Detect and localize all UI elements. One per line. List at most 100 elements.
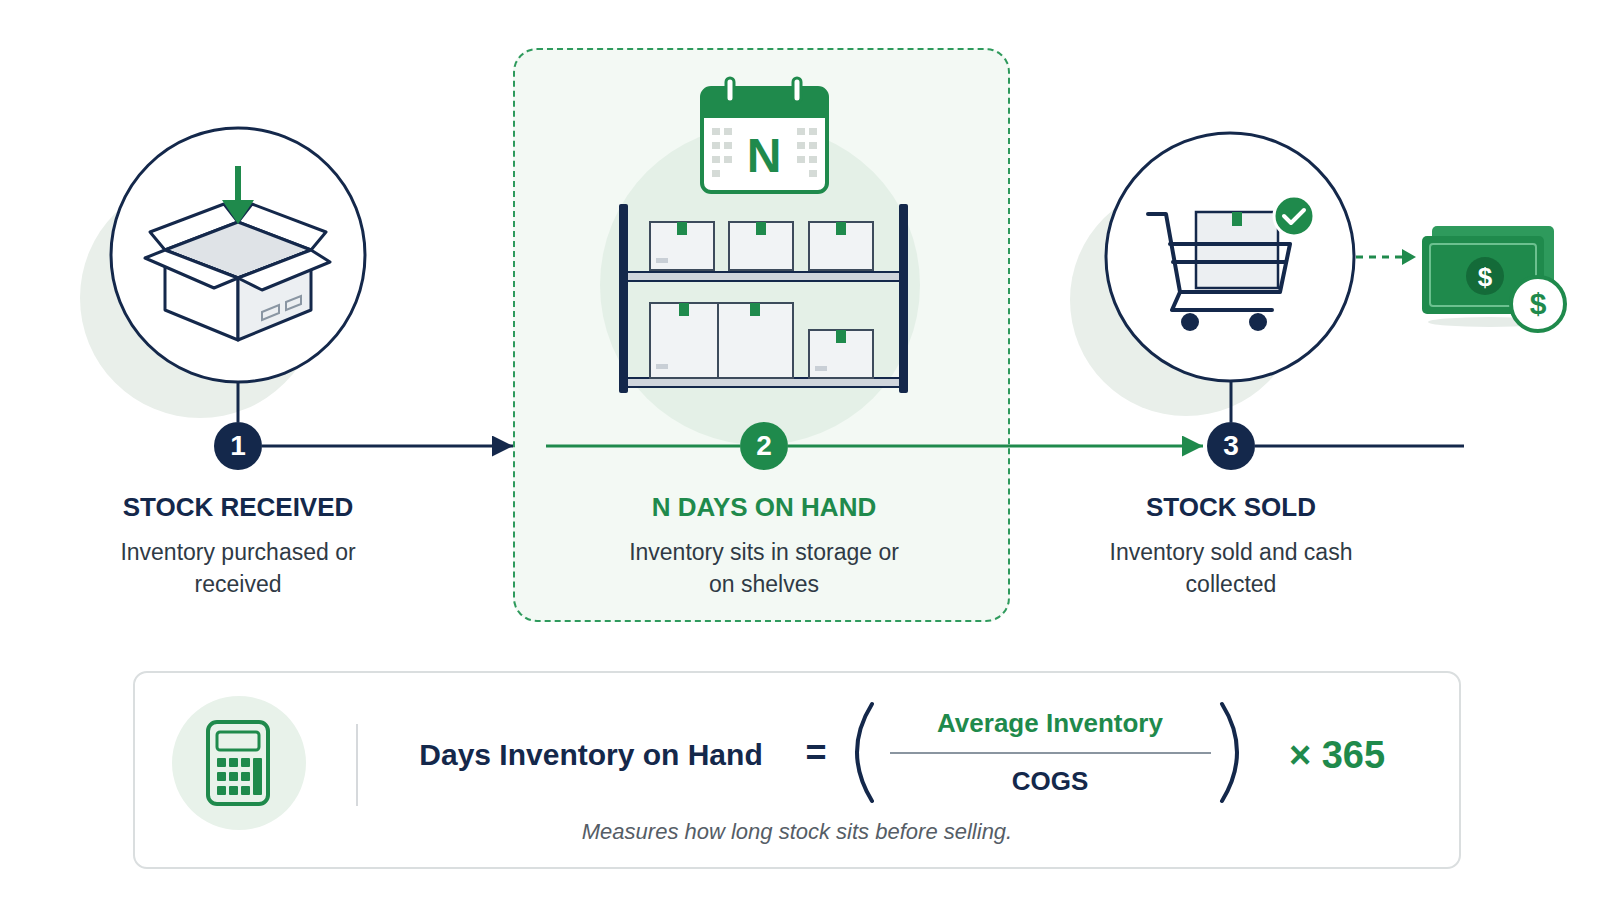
step-number: 1STOCK RECEIVEDInventory purchased or re…	[214, 422, 262, 470]
storage-illustration-part-part	[712, 170, 720, 177]
storage-illustration	[513, 48, 1010, 622]
storage-illustration-part-part	[712, 156, 720, 163]
sold-illustration-part	[1232, 212, 1242, 226]
storage-illustration-part	[622, 272, 905, 281]
formula-illustration-part	[172, 696, 306, 830]
sold-illustration-part	[1402, 249, 1416, 265]
formula-numerator: Average Inventory	[937, 708, 1163, 739]
sold-illustration-part	[1274, 196, 1314, 236]
storage-illustration-part	[622, 378, 905, 387]
formula-illustration-part-part	[241, 758, 250, 767]
formula-illustration-part-part	[229, 772, 238, 781]
received-illustration-part	[222, 200, 254, 224]
formula-term: Days Inventory on Hand	[419, 737, 762, 773]
step-number-text: 1	[230, 432, 246, 460]
storage-illustration-part	[650, 222, 873, 378]
formula-illustration-part-part	[253, 758, 262, 795]
sold-illustration-part	[1196, 212, 1278, 288]
storage-illustration-part-part	[679, 303, 689, 316]
sold-illustration-part-part	[1148, 214, 1290, 292]
storage-illustration-part-part	[809, 170, 817, 177]
storage-illustration-part	[600, 125, 920, 445]
received-illustration-part-part	[145, 250, 238, 288]
storage-illustration-part-part	[724, 128, 732, 135]
step-heading: N DAYS ON HAND	[652, 492, 876, 523]
flow-arrow	[788, 445, 1203, 448]
sold-illustration-part	[1255, 445, 1464, 448]
step-description: Inventory sits in storage or on shelves	[614, 536, 914, 600]
received-illustration-part	[262, 296, 301, 320]
sold-illustration-part	[1466, 257, 1504, 295]
step-number: 3STOCK SOLDInventory sold and cash colle…	[1207, 422, 1255, 470]
sold-illustration-part	[1511, 277, 1565, 331]
storage-illustration-part-part	[724, 156, 732, 163]
calendar-icon: N	[702, 88, 827, 192]
storage-illustration-part-part	[729, 222, 793, 270]
storage-illustration-part-part	[797, 142, 805, 149]
storage-illustration-part-part	[815, 366, 827, 371]
formula-illustration-part-part	[241, 786, 250, 795]
formula-box: Days Inventory on Hand = Average Inventory…	[133, 671, 1461, 869]
formula-illustration-part	[857, 704, 872, 801]
storage-illustration-part	[899, 204, 908, 393]
storage-illustration-part	[546, 445, 740, 448]
received-illustration-part-part	[286, 296, 301, 310]
formula-illustration-part	[217, 758, 262, 795]
received-illustration-part	[111, 128, 365, 382]
sold-illustration-part-part	[1173, 260, 1286, 264]
formula-illustration-part-part	[217, 772, 226, 781]
formula-operator: =	[805, 735, 826, 771]
storage-illustration-part-part	[718, 303, 793, 378]
storage-illustration-part	[513, 48, 1010, 622]
storage-illustration-part-part	[809, 222, 873, 270]
sold-illustration	[1070, 133, 1565, 446]
received-illustration	[80, 128, 365, 422]
storage-illustration-part-part	[836, 222, 846, 235]
storage-illustration-part	[656, 258, 827, 371]
storage-illustration-part-part	[650, 222, 714, 270]
flow-arrow	[262, 445, 513, 448]
formula-illustration	[172, 696, 1237, 830]
sold-illustration-part	[1148, 214, 1290, 310]
stage-box: N DAYS ON HAND Inventory sits in storage …	[513, 48, 1010, 622]
received-illustration-part-part	[238, 250, 330, 290]
storage-illustration-part-part	[650, 303, 718, 378]
storage-illustration-part	[726, 78, 734, 102]
formula-illustration-part-part	[229, 786, 238, 795]
step-number-text: 2	[756, 432, 772, 460]
storage-illustration-part	[793, 78, 801, 102]
storage-illustration-part	[702, 88, 827, 118]
storage-illustration-part-part	[712, 142, 720, 149]
step-description: Inventory purchased or received	[103, 536, 373, 600]
storage-illustration-part-part	[836, 330, 846, 343]
formula-illustration-part	[356, 724, 358, 806]
sold-illustration-part	[1181, 313, 1199, 331]
storage-illustration-part-part	[756, 222, 766, 235]
storage-illustration-part-part	[750, 303, 760, 316]
formula-illustration-part	[208, 722, 268, 804]
formula-note: Measures how long stock sits before sell…	[582, 819, 1012, 845]
sold-illustration-part	[1230, 381, 1233, 422]
sold-illustration-part-part	[1172, 292, 1272, 310]
formula-denominator: COGS	[1012, 766, 1089, 797]
formula-illustration-part-part	[241, 772, 250, 781]
storage-illustration-part	[702, 88, 827, 192]
formula-illustration-part	[890, 752, 1211, 754]
storage-illustration-part-part	[656, 258, 668, 263]
storage-illustration-part-part	[809, 142, 817, 149]
storage-illustration-part-part	[677, 222, 687, 235]
storage-illustration-part-part	[724, 142, 732, 149]
formula-multiplier: × 365	[1289, 733, 1385, 779]
storage-illustration-part	[619, 204, 628, 393]
formula-illustration-part	[217, 732, 259, 750]
step-heading: STOCK SOLD	[1146, 492, 1316, 523]
currency-symbol: $	[1530, 289, 1547, 319]
received-illustration-part	[237, 382, 240, 422]
storage-illustration-part-part	[809, 330, 873, 378]
step-heading: STOCK RECEIVED	[123, 492, 354, 523]
step-description: Inventory sold and cash collected	[1106, 536, 1356, 600]
storage-illustration-part-part	[797, 128, 805, 135]
step-number-text: 3	[1223, 432, 1239, 460]
